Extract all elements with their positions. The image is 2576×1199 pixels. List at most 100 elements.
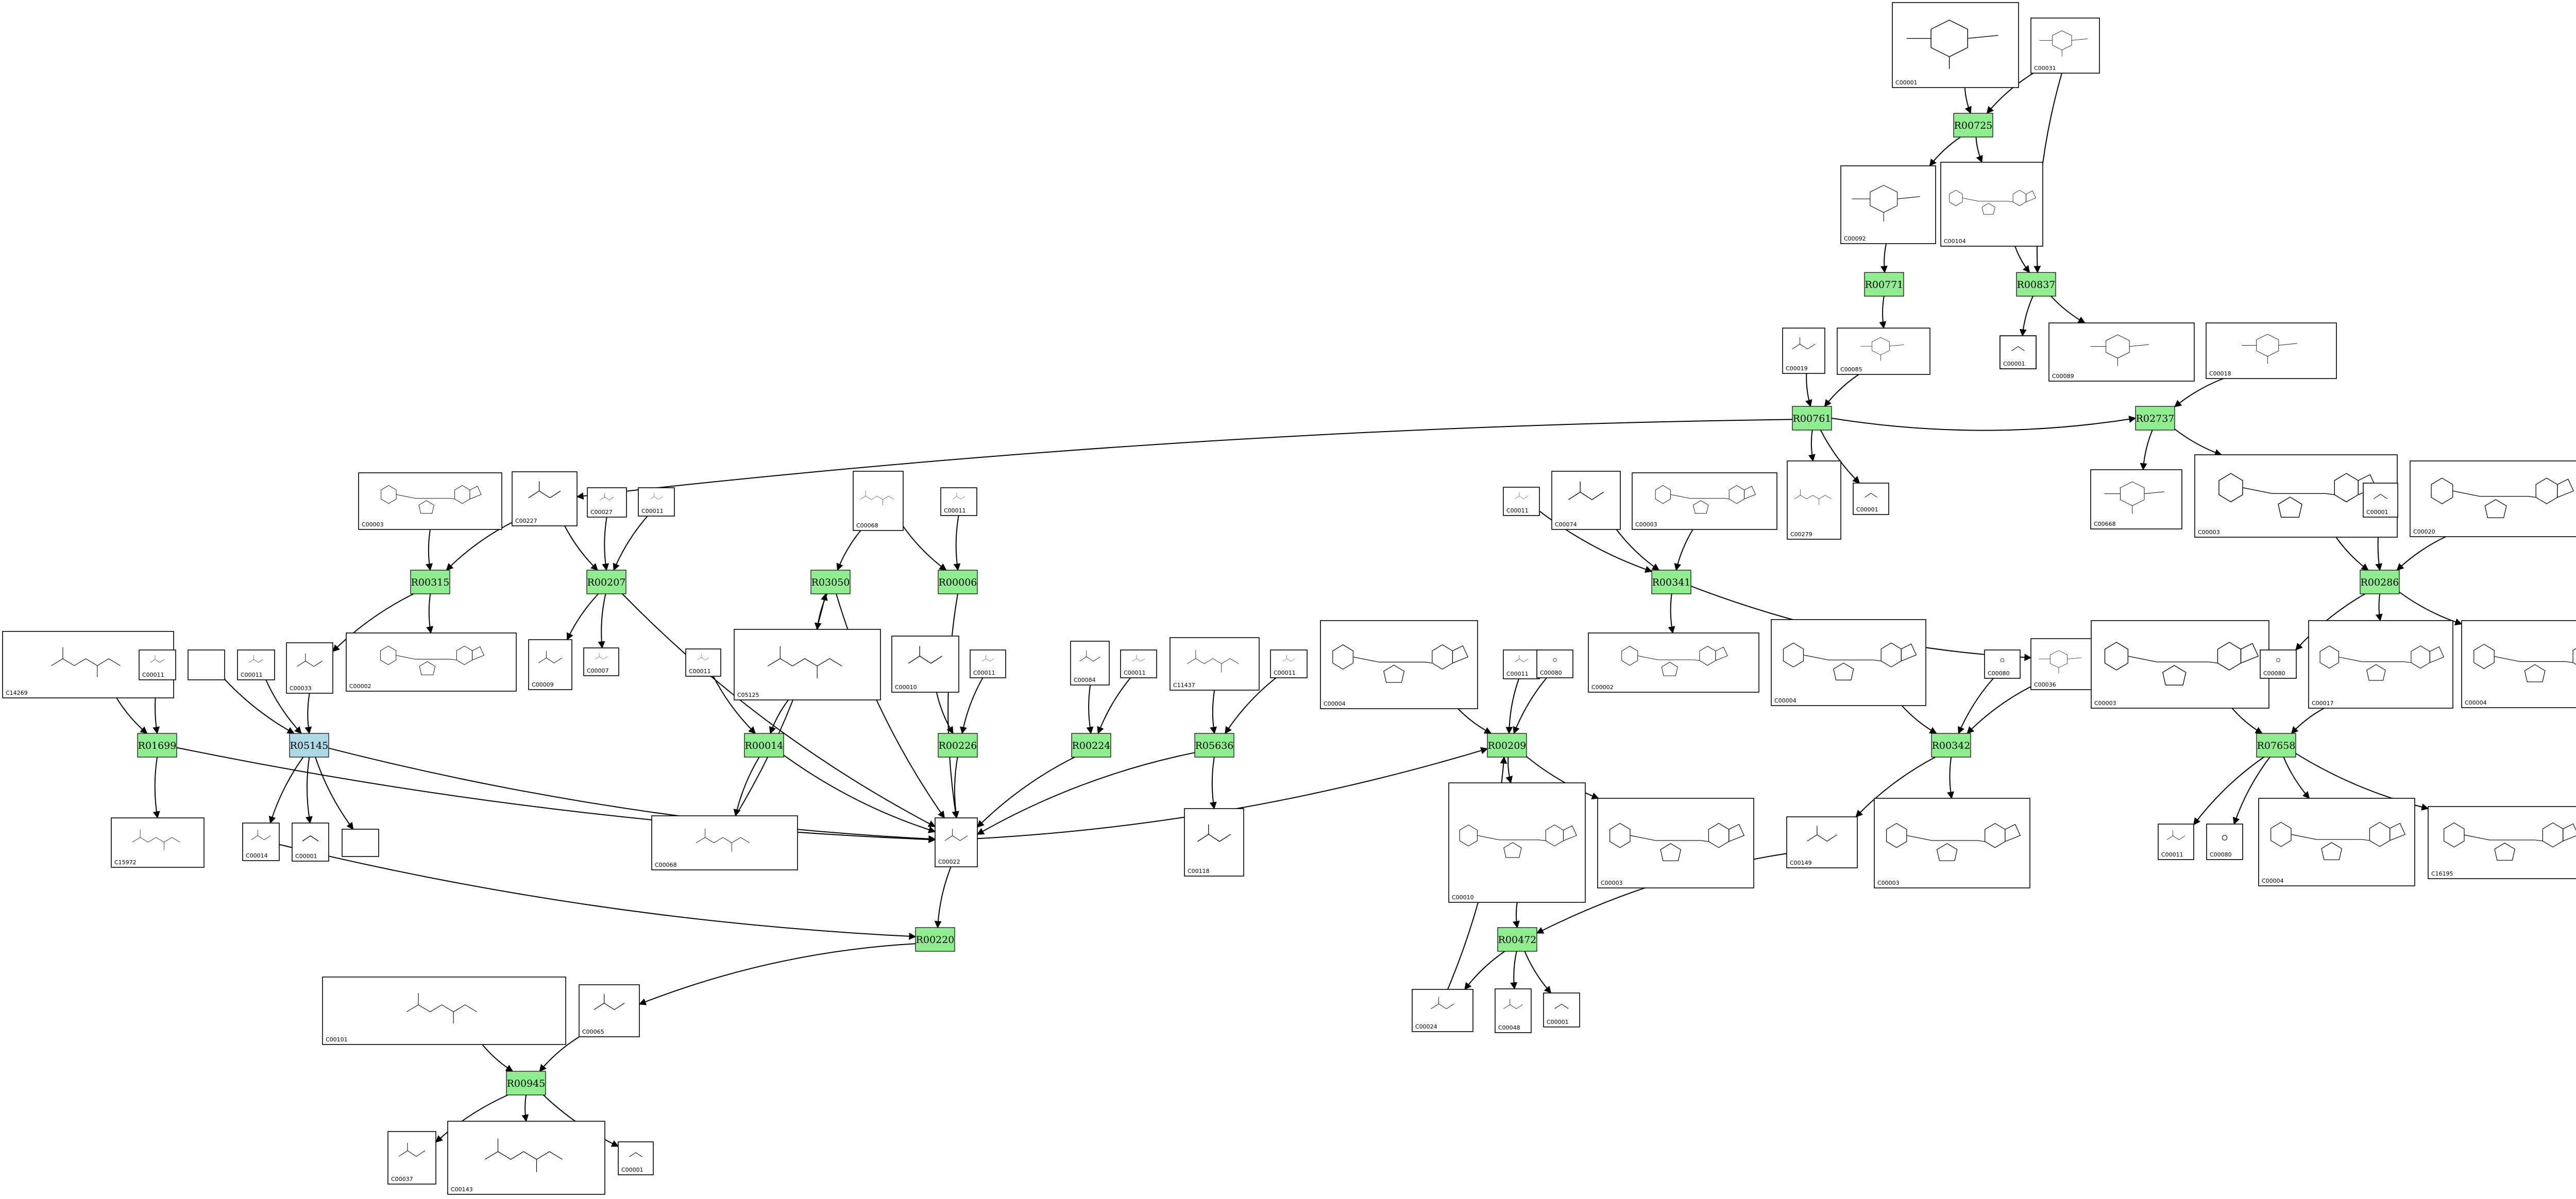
compound-node[interactable]: C00022 bbox=[935, 817, 978, 867]
compound-node[interactable]: C00003 bbox=[1632, 472, 1777, 530]
compound-node[interactable]: C00011 bbox=[1503, 487, 1540, 516]
compound-node[interactable]: C00065 bbox=[579, 984, 640, 1037]
compound-node[interactable]: C00011 bbox=[940, 487, 977, 516]
compound-node[interactable]: C00092 bbox=[1840, 165, 1936, 244]
compound-node[interactable]: C00010 bbox=[891, 636, 959, 693]
compound-node[interactable]: C00020 bbox=[2410, 460, 2576, 537]
compound-node[interactable]: C00068 bbox=[651, 815, 798, 870]
compound-node[interactable]: C00007 bbox=[583, 647, 619, 676]
edge-c16-R00207 bbox=[613, 516, 648, 571]
compound-node[interactable]: C00011 bbox=[139, 649, 176, 680]
compound-node[interactable]: C00003 bbox=[1597, 798, 1754, 888]
compound-node[interactable]: C00011 bbox=[2158, 824, 2194, 860]
compound-node[interactable]: C00003 bbox=[2091, 620, 2269, 709]
reaction-node[interactable]: R00315 bbox=[410, 570, 450, 594]
compound-node[interactable]: C00009 bbox=[528, 639, 572, 690]
compound-node[interactable]: C00010 bbox=[1448, 782, 1586, 903]
compound-node[interactable]: C00011 bbox=[1270, 649, 1308, 678]
reaction-node[interactable]: R00761 bbox=[1792, 406, 1832, 431]
reaction-node[interactable]: R00014 bbox=[744, 733, 784, 758]
compound-node[interactable]: C00001 bbox=[618, 1141, 654, 1175]
compound-node[interactable]: C00084 bbox=[1070, 641, 1110, 686]
compound-node[interactable]: C00011 bbox=[1503, 649, 1540, 679]
compound-node[interactable]: C00004 bbox=[2258, 798, 2415, 886]
reaction-node[interactable]: R01699 bbox=[137, 733, 177, 758]
compound-node[interactable] bbox=[188, 649, 225, 680]
reaction-node[interactable]: R00209 bbox=[1487, 733, 1527, 758]
reaction-node[interactable]: R05636 bbox=[1194, 733, 1234, 758]
compound-node[interactable]: C00002 bbox=[1588, 632, 1759, 693]
reaction-node[interactable]: R03050 bbox=[810, 570, 851, 594]
compound-node[interactable]: C00004 bbox=[2461, 620, 2576, 708]
compound-node[interactable]: C00279 bbox=[1787, 460, 1841, 540]
compound-node[interactable]: C00018 bbox=[2206, 322, 2337, 379]
compound-node[interactable]: C00014 bbox=[242, 823, 280, 861]
reaction-node[interactable]: R00224 bbox=[1071, 733, 1111, 758]
compound-node[interactable]: C00001 bbox=[1853, 483, 1889, 515]
compound-node[interactable]: C00118 bbox=[1184, 808, 1244, 877]
compound-node[interactable]: C00037 bbox=[387, 1131, 436, 1185]
compound-label: C00011 bbox=[241, 672, 263, 678]
reaction-node[interactable]: R00226 bbox=[938, 733, 978, 758]
compound-node[interactable]: C00668 bbox=[2090, 469, 2182, 529]
reaction-node[interactable]: R00006 bbox=[938, 570, 978, 594]
compound-node[interactable]: C00033 bbox=[286, 642, 333, 694]
reaction-node[interactable]: R00945 bbox=[506, 1071, 546, 1095]
compound-node[interactable]: C16195 bbox=[2428, 806, 2576, 879]
reaction-node[interactable]: R00771 bbox=[1864, 272, 1904, 297]
compound-node[interactable]: C00027 bbox=[587, 487, 627, 518]
compound-node[interactable]: C11437 bbox=[1170, 637, 1260, 691]
compound-node[interactable]: C00031 bbox=[2030, 18, 2100, 74]
compound-node[interactable]: C00001 bbox=[1543, 992, 1580, 1027]
compound-node[interactable]: C00011 bbox=[970, 649, 1006, 678]
compound-node[interactable]: C00048 bbox=[1495, 988, 1532, 1033]
compound-node[interactable]: C00002 bbox=[346, 632, 517, 692]
compound-node[interactable]: C00101 bbox=[322, 977, 566, 1045]
reaction-node[interactable]: R05145 bbox=[289, 733, 329, 758]
compound-node[interactable]: C00068 bbox=[853, 471, 904, 531]
compound-node[interactable]: C00004 bbox=[1320, 620, 1478, 709]
compound-node[interactable]: C15972 bbox=[111, 817, 205, 868]
compound-node[interactable]: C00080 bbox=[2260, 649, 2297, 679]
reaction-node[interactable]: R02737 bbox=[2135, 406, 2175, 431]
reaction-node[interactable]: R00725 bbox=[1953, 113, 1993, 138]
compound-node[interactable]: C00004 bbox=[1771, 619, 1926, 706]
reaction-node[interactable]: R00220 bbox=[915, 927, 955, 952]
compound-node[interactable]: C00149 bbox=[1786, 816, 1858, 868]
compound-node[interactable]: C00011 bbox=[685, 648, 721, 677]
compound-node[interactable]: C00011 bbox=[237, 649, 275, 680]
reaction-node[interactable]: R00837 bbox=[2016, 272, 2056, 297]
compound-node[interactable]: C00143 bbox=[447, 1121, 605, 1195]
compound-node[interactable]: C05125 bbox=[734, 629, 881, 700]
compound-node[interactable]: C00017 bbox=[2308, 620, 2453, 709]
reaction-node[interactable]: R00207 bbox=[586, 570, 626, 594]
compound-node[interactable]: C00001 bbox=[1999, 335, 2037, 369]
compound-box bbox=[935, 817, 978, 867]
reaction-node[interactable]: R00472 bbox=[1497, 927, 1537, 952]
compound-node[interactable]: C00227 bbox=[512, 471, 578, 526]
compound-node[interactable]: C00024 bbox=[1412, 989, 1473, 1032]
edge-c50-R07658 bbox=[2291, 708, 2325, 734]
compound-node[interactable]: C00011 bbox=[638, 487, 675, 517]
reaction-node[interactable]: R07658 bbox=[2256, 733, 2296, 758]
compound-node[interactable]: C00080 bbox=[1536, 649, 1573, 678]
compound-node[interactable]: C00001 bbox=[2363, 483, 2398, 518]
compound-node[interactable]: C00001 bbox=[292, 823, 329, 862]
compound-node[interactable]: C00089 bbox=[2048, 322, 2195, 382]
compound-node[interactable]: C00104 bbox=[1940, 162, 2043, 247]
reaction-node[interactable]: R00342 bbox=[1931, 733, 1971, 758]
compound-node[interactable]: C00080 bbox=[1984, 649, 2021, 679]
compound-node[interactable]: C00001 bbox=[1892, 2, 2019, 88]
compound-node[interactable]: C00080 bbox=[2206, 824, 2243, 860]
compound-node[interactable]: C00036 bbox=[2030, 638, 2093, 690]
compound-node[interactable]: C00074 bbox=[1551, 471, 1621, 530]
compound-node[interactable]: C00011 bbox=[1120, 649, 1157, 678]
reaction-node[interactable]: R00341 bbox=[1651, 570, 1691, 594]
compound-node[interactable]: C00003 bbox=[358, 472, 502, 530]
reaction-node[interactable]: R00286 bbox=[2360, 570, 2400, 594]
reaction-box bbox=[1071, 733, 1111, 758]
compound-node[interactable]: C00003 bbox=[1874, 798, 2030, 888]
compound-node[interactable] bbox=[342, 829, 379, 857]
compound-node[interactable]: C00019 bbox=[1782, 328, 1825, 374]
compound-node[interactable]: C00085 bbox=[1837, 328, 1930, 375]
